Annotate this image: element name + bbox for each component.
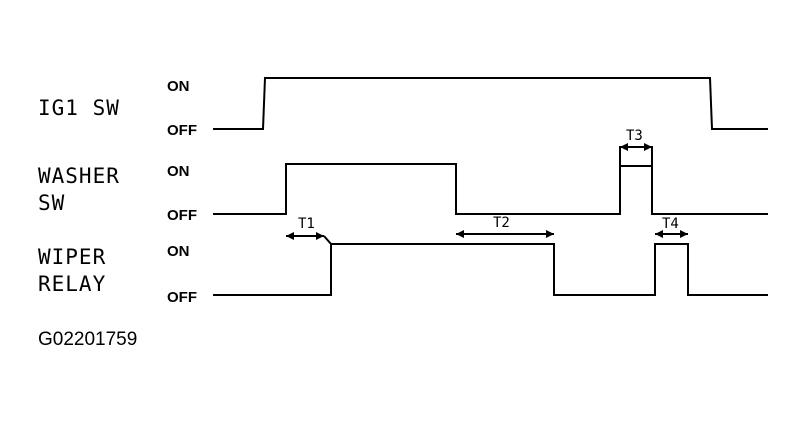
interval-t4-label: T4 [662, 216, 679, 232]
washer-off-label: OFF [167, 207, 197, 224]
signal-name-washer-sw-line1: WASHER [38, 164, 120, 188]
ig1-sw-waveform [213, 77, 768, 130]
signal-name-wiper-relay-line1: WIPER [38, 245, 106, 269]
interval-t3-arrow-left [620, 143, 628, 151]
interval-t1-arrow-left [286, 232, 294, 240]
interval-t4-arrow-left [655, 230, 663, 238]
interval-t1-label: T1 [298, 216, 315, 232]
interval-t4-arrow-right [680, 230, 688, 238]
interval-t2-label: T2 [493, 215, 510, 231]
interval-t1-arrow-right [316, 232, 324, 240]
wiper-relay-step-t1-drop [323, 235, 332, 245]
interval-t2-arrow-left [456, 230, 464, 238]
figure-caption: G02201759 [38, 329, 137, 350]
ig1-on-label: ON [167, 78, 190, 95]
interval-t3-arrow-right [644, 143, 652, 151]
ig1-off-label: OFF [167, 122, 197, 139]
interval-t2-arrow-right [546, 230, 554, 238]
interval-t3-label: T3 [626, 128, 643, 144]
wiper-on-label: ON [167, 243, 190, 260]
signal-name-ig1-sw: IG1 SW [38, 96, 120, 120]
wiper-relay-waveform [213, 243, 768, 296]
wiper-off-label: OFF [167, 289, 197, 306]
signal-name-washer-sw-line2: SW [38, 191, 65, 215]
washer-on-label: ON [167, 163, 190, 180]
signal-name-wiper-relay-line2: RELAY [38, 272, 106, 296]
washer-sw-waveform [213, 146, 768, 215]
